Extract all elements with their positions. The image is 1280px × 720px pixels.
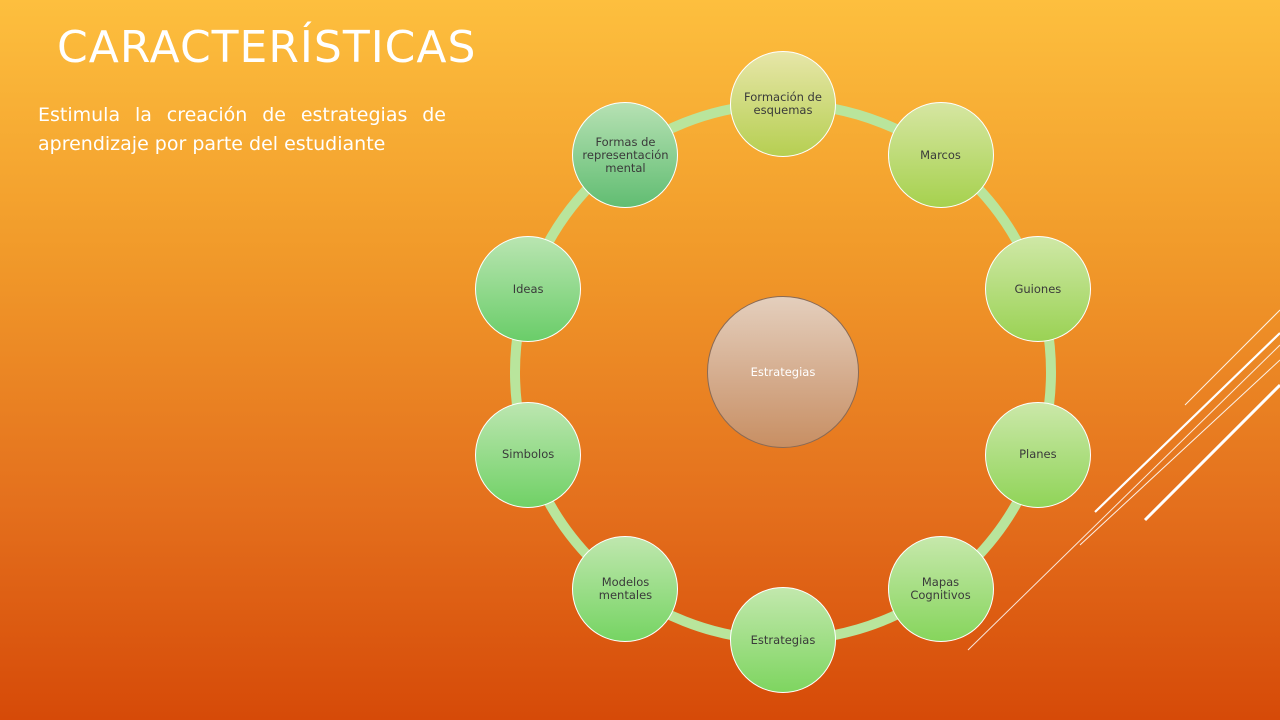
cycle-node: Formas de representación mental	[572, 102, 679, 209]
cycle-node: Formación de esquemas	[730, 51, 836, 157]
center-node-label: Estrategias	[750, 364, 816, 379]
cycle-node: Ideas	[475, 236, 582, 343]
cycle-node-label: Formas de representación mental	[582, 134, 669, 175]
cycle-node: Marcos	[887, 102, 994, 209]
cycle-node-label: Formación de esquemas	[744, 90, 822, 117]
cycle-node: Mapas Cognitivos	[887, 535, 994, 642]
cycle-node: Simbolos	[475, 401, 582, 508]
cycle-node: Planes	[984, 401, 1091, 508]
cycle-node-label: Estrategias	[750, 632, 816, 647]
cycle-node-label: Ideas	[512, 281, 544, 296]
cycle-node-label: Guiones	[1014, 281, 1062, 296]
cycle-node-label: Modelos mentales	[598, 574, 653, 602]
cycle-node: Guiones	[984, 236, 1091, 343]
cycle-node-label: Mapas Cognitivos	[910, 574, 971, 602]
cycle-node: Modelos mentales	[572, 535, 679, 642]
cycle-node-label: Planes	[1019, 447, 1057, 462]
slide-title: CARACTERÍSTICAS	[57, 22, 477, 73]
center-node: Estrategias	[707, 296, 859, 448]
cycle-node-label: Simbolos	[501, 447, 555, 462]
cycle-node: Estrategias	[730, 587, 836, 693]
cycle-node-label: Marcos	[920, 147, 961, 162]
slide-body-text: Estimula la creación de estrategias de a…	[38, 104, 446, 155]
